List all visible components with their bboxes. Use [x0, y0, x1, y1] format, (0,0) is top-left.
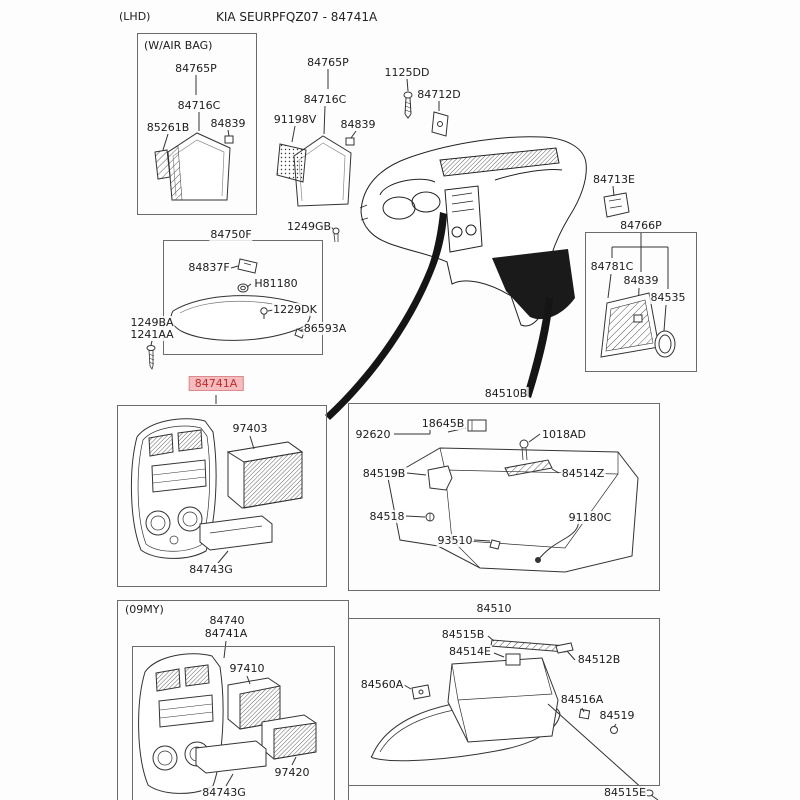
region-label: (LHD): [118, 10, 152, 23]
part-label-84518[interactable]: 84518: [368, 510, 406, 523]
part-label-84766P[interactable]: 84766P: [619, 219, 663, 232]
part-label-91180C[interactable]: 91180C: [567, 511, 613, 524]
right-group-box: [585, 232, 697, 372]
part-label-84510B[interactable]: 84510B: [483, 387, 529, 400]
side-trim-panel-art: [276, 69, 357, 207]
part-label-84514Z[interactable]: 84514Z: [560, 467, 606, 480]
part-label-18645B[interactable]: 18645B: [420, 417, 466, 430]
part-label-H81180[interactable]: H81180: [253, 277, 299, 290]
my09-box-title: (09MY): [124, 603, 165, 616]
part-label-right-84839[interactable]: 84839: [622, 274, 660, 287]
part-label-92620[interactable]: 92620: [354, 428, 392, 441]
airbag-box-title: (W/AIR BAG): [143, 39, 214, 52]
part-label-84750F[interactable]: 84750F: [209, 228, 253, 241]
glovebox-group-box: [348, 618, 660, 786]
center-fascia-art: [130, 418, 304, 564]
part-label-84510[interactable]: 84510: [475, 602, 513, 615]
glovebox-art: [370, 635, 659, 800]
part-label-1018AD[interactable]: 1018AD: [541, 428, 587, 441]
part-label-93510[interactable]: 93510: [436, 534, 474, 547]
part-label-side-84765P[interactable]: 84765P: [306, 56, 350, 69]
selected-part-label[interactable]: 84741A: [188, 376, 244, 391]
part-label-84560A[interactable]: 84560A: [359, 678, 405, 691]
part-label-97420[interactable]: 97420: [273, 766, 311, 779]
part-label-airbag-84839[interactable]: 84839: [209, 117, 247, 130]
housing-group-box: [348, 403, 660, 591]
part-label-1249BA[interactable]: 1249BA: [129, 316, 175, 329]
part-label-84837F[interactable]: 84837F: [187, 261, 231, 274]
part-label-airbag-85261B[interactable]: 85261B: [145, 121, 191, 134]
part-label-1241AA[interactable]: 1241AA: [129, 328, 175, 341]
part-label-84512B[interactable]: 84512B: [576, 653, 622, 666]
my09-inner-box: [132, 646, 335, 800]
part-label-86593A[interactable]: 86593A: [302, 322, 348, 335]
part-label-1125DD[interactable]: 1125DD: [383, 66, 431, 79]
bracket-84712D-art: [431, 101, 449, 137]
part-label-my09-84741A[interactable]: 84741A: [203, 627, 249, 640]
part-label-84519B[interactable]: 84519B: [361, 467, 407, 480]
diagram-title: KIA SEURPFQZ07 - 84741A: [215, 10, 379, 24]
airbag-trim-panel-art: [154, 75, 234, 201]
part-label-84535[interactable]: 84535: [649, 291, 687, 304]
part-label-side-84839[interactable]: 84839: [339, 118, 377, 131]
part-label-fascia-84743G[interactable]: 84743G: [188, 563, 234, 576]
part-label-84781C[interactable]: 84781C: [589, 260, 635, 273]
part-label-1249GB[interactable]: 1249GB: [285, 220, 333, 233]
dashboard-art: [325, 136, 587, 420]
quarter-panel-84766P-art: [600, 232, 676, 358]
part-label-84516A[interactable]: 84516A: [559, 693, 605, 706]
part-label-airbag-84765P[interactable]: 84765P: [174, 62, 218, 75]
part-label-my09-84743G[interactable]: 84743G: [201, 786, 247, 799]
fascia-group-box: [117, 405, 327, 587]
part-label-84519[interactable]: 84519: [598, 709, 636, 722]
part-label-84713E[interactable]: 84713E: [592, 173, 636, 186]
part-label-1229DK[interactable]: 1229DK: [272, 303, 318, 316]
hood-group-box: [163, 240, 323, 355]
part-label-84712D[interactable]: 84712D: [416, 88, 462, 101]
part-label-airbag-84716C[interactable]: 84716C: [176, 99, 222, 112]
airbag-group-box: [137, 33, 257, 215]
part-label-84515E[interactable]: 84515E: [603, 786, 647, 799]
part-label-84740[interactable]: 84740: [208, 614, 246, 627]
part-label-side-91198V[interactable]: 91198V: [272, 113, 318, 126]
my09-fascia-art: [138, 640, 317, 794]
part-label-84514E[interactable]: 84514E: [448, 645, 492, 658]
part-label-side-84716C[interactable]: 84716C: [302, 93, 348, 106]
part-label-84515B[interactable]: 84515B: [440, 628, 486, 641]
part-label-97410[interactable]: 97410: [228, 662, 266, 675]
screw-1125DD-art: [403, 78, 413, 119]
part-label-97403[interactable]: 97403: [231, 422, 269, 435]
bracket-84713E-art: [603, 185, 630, 218]
